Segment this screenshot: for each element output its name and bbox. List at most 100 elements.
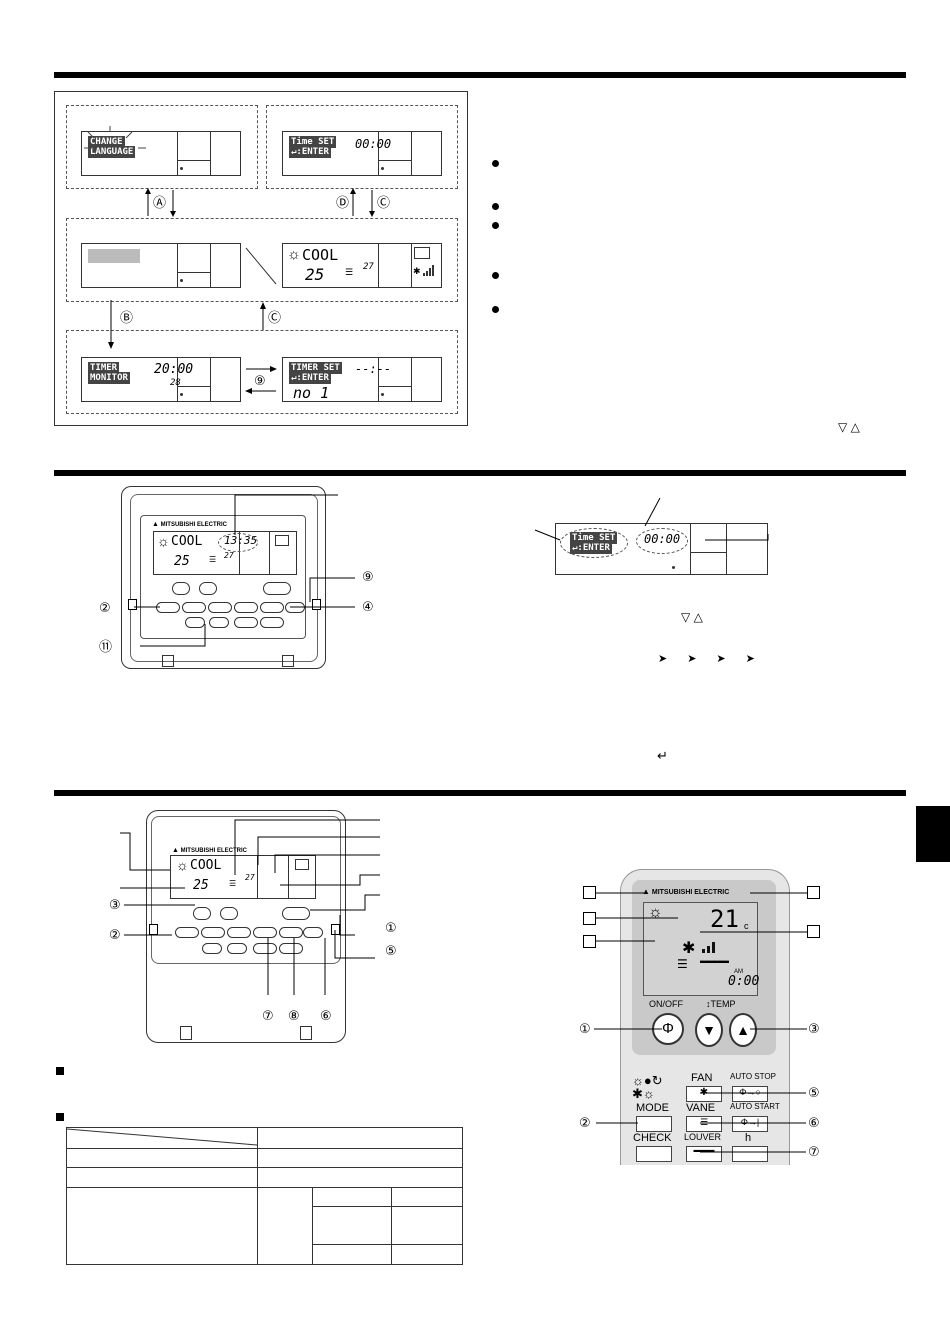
set-up-button-3[interactable]: [227, 943, 247, 954]
square-bullet-2: [56, 1113, 64, 1121]
brand-label-3: ▲ MITSUBISHI ELECTRIC: [172, 847, 247, 854]
lcd-ts-line2: ↵:ENTER: [289, 372, 331, 384]
lcd-ts-time: --:--: [355, 362, 392, 376]
remote-callout-square-4: [807, 886, 820, 899]
lcd-controller-3: ☼ COOL 25 ☰ 27: [170, 855, 316, 899]
lcd-time-set: Time SET ↵:ENTER 00:00: [282, 131, 442, 176]
remote-callout-square-1: [583, 886, 596, 899]
label-c2: Ⓒ: [268, 310, 282, 325]
temp-up-button-2[interactable]: [199, 582, 217, 595]
lcd-time-line1: Time SET: [289, 136, 337, 148]
fan-button-2[interactable]: [234, 602, 258, 613]
onoff-button-3[interactable]: [282, 907, 310, 920]
square-bullet-1: [56, 1067, 64, 1075]
lcd-time-line2: ↵:ENTER: [289, 146, 331, 158]
remote-vane-button[interactable]: ☰: [686, 1116, 722, 1132]
section-rule-1: [54, 72, 906, 78]
page-tab: [916, 806, 950, 862]
callout-11-s2: ⑪: [99, 639, 113, 654]
vane-button-2[interactable]: [260, 602, 284, 613]
set-down-button-3[interactable]: [202, 943, 222, 954]
lcd2-temp: 25: [174, 554, 190, 569]
set-down-button-2[interactable]: [185, 617, 205, 628]
lcd-timer-monitor: TIMER MONITOR 20:00 28: [81, 357, 241, 402]
ventilation-button-2[interactable]: [260, 617, 284, 628]
filter-icon-2: [275, 535, 289, 546]
lcd-lang-line1: CHANGE: [88, 136, 125, 148]
lcd-ts-no: no 1: [293, 384, 330, 402]
bullet-2: [492, 203, 499, 210]
remote-mode-button[interactable]: [636, 1116, 672, 1132]
louver-button-3[interactable]: [253, 943, 277, 954]
enter-glyph: ↵: [657, 748, 668, 763]
remote-temp-up-button[interactable]: ▲: [729, 1013, 757, 1047]
sun-icon-3: ☼: [176, 857, 189, 873]
label-nine: ⑨: [254, 373, 266, 388]
remote-onoff-label: ON/OFF: [649, 999, 683, 1009]
remote-autostart-button[interactable]: Φ→|: [732, 1116, 768, 1132]
svg-text:✱: ✱: [682, 938, 695, 957]
callout-5-s3: ⑤: [385, 943, 397, 958]
temp-up-button-3[interactable]: [220, 907, 238, 920]
remote-leader-lines: [594, 892, 807, 1153]
vane-button-3[interactable]: [279, 927, 303, 938]
callout-2-s3: ②: [109, 927, 121, 942]
section-rule-2: [54, 470, 906, 476]
temp-down-button-2[interactable]: [172, 582, 190, 595]
remote-vane-label: VANE: [686, 1102, 716, 1114]
remote-brand: ▲ MITSUBISHI ELECTRIC: [642, 887, 730, 896]
arrows-a: [145, 188, 176, 217]
remote-autostop-button[interactable]: Φ→○: [732, 1086, 768, 1102]
remote-temp-down-button[interactable]: ▼: [695, 1013, 723, 1047]
flow-box-language: [66, 105, 258, 189]
flow-diagram-frame: [54, 91, 468, 426]
set-up-button-2[interactable]: [209, 617, 229, 628]
lcd3-room: 27: [245, 873, 255, 882]
remote-callout-square-2: [583, 912, 596, 925]
remote-callout-5: ⑤: [808, 1085, 820, 1100]
remote-h-label: h: [745, 1132, 752, 1144]
lcd-tm-temp: 28: [170, 378, 181, 388]
bullet-4: [492, 272, 499, 279]
remote-fan-label: FAN: [691, 1072, 713, 1084]
onoff-button-2[interactable]: [263, 582, 291, 595]
mode-button-3[interactable]: [175, 927, 199, 938]
callout-9-s2: ⑨: [362, 569, 374, 584]
remote-sun-icon: ☼: [648, 904, 663, 921]
flow-box-normal: [66, 218, 458, 302]
lcd-room-temp: 27: [363, 262, 374, 272]
lcd-tm-line2: MONITOR: [88, 372, 130, 384]
callout-6-s3: ⑥: [320, 1008, 332, 1023]
lcd-blank: [81, 243, 241, 288]
fan-button-3[interactable]: [253, 927, 277, 938]
ventilation-button-3[interactable]: [279, 943, 303, 954]
remote-h-button[interactable]: [732, 1146, 768, 1162]
blink-rays-icon: [84, 126, 146, 149]
lcd2-mode: COOL: [171, 534, 203, 549]
callout-8-s3: ⑧: [288, 1008, 300, 1023]
louver-button-2[interactable]: [234, 617, 258, 628]
menu-button-3[interactable]: [227, 927, 251, 938]
remote-louver-button[interactable]: ▬▬▬: [686, 1146, 722, 1162]
remote-callout-2: ②: [579, 1115, 591, 1130]
updown-glyphs-2: ▽ △: [681, 610, 703, 624]
enter-button-3[interactable]: [303, 927, 323, 938]
slash-divider: [245, 247, 277, 285]
label-a: Ⓐ: [153, 195, 167, 210]
temp-down-button-3[interactable]: [193, 907, 211, 920]
lcd2-room: 27: [224, 551, 234, 560]
menu-button-2[interactable]: [208, 602, 232, 613]
remote-onoff-button[interactable]: Φ: [652, 1013, 684, 1045]
arrow-c2: [260, 302, 266, 330]
remote-check-button[interactable]: [636, 1146, 672, 1162]
remote-fan-speed-icon: ✱: [682, 938, 715, 957]
remote-temp: 21: [710, 905, 739, 933]
remote-temp-label: ↕TEMP: [706, 999, 736, 1009]
remote-time: 0:00: [728, 974, 760, 989]
remote-am: AM: [734, 969, 743, 975]
timer-button-3[interactable]: [201, 927, 225, 938]
callout-1-s3: ①: [385, 920, 397, 935]
timer-button-2[interactable]: [182, 602, 206, 613]
lcd-lang-line2: LANGUAGE: [88, 146, 136, 158]
flow-box-time: [266, 105, 458, 189]
